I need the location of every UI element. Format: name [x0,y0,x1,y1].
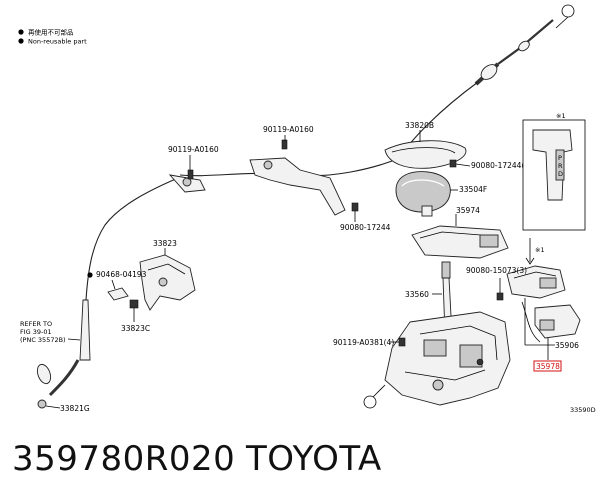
cable-bracket-33820b: 33820B [384,121,467,169]
label-90080-15073-3: 90080-15073(3) [466,266,527,275]
label-90080-17244-2: 90080-17244(2) [471,161,532,170]
label-33504f: 33504F [459,185,487,194]
reference-circle-icon [363,395,377,409]
arrow-down-icon [525,257,535,265]
marker-star1-top: ※1 [556,112,566,120]
svg-text:P: P [558,154,562,162]
housing-body [384,311,511,406]
label-35978: 35978 [536,362,560,371]
label-33560: 33560 [405,290,429,299]
non-reusable-dot-icon [87,272,93,278]
label-90119-a0160-left: 90119-A0160 [168,145,219,154]
legend-jp: 再使用不可部品 [28,28,74,37]
legend: 再使用不可部品 Non-reusable part [18,28,87,46]
leader-line [555,16,569,29]
shifter-housing: 90119-A0381(4) [333,311,511,409]
cable-grommet [480,64,498,80]
cable-sleeve [518,40,530,52]
label-33823: 33823 [153,239,177,248]
non-reusable-dot-icon [18,38,24,44]
screw-icon [496,292,504,301]
svg-text:D: D [558,170,563,178]
cable-clamp-bracket: 90119-A0160 90119-A0160 90080-17244 [168,125,391,232]
cable-end-boot [79,299,91,361]
label-90119-a0160-top: 90119-A0160 [263,125,314,134]
screw-group: 90080-17244(2) [449,159,532,170]
cable-end-rod [48,359,80,397]
refer-note: REFER TO FIG 39-01 (PNC 35572B) [20,320,81,344]
label-33823c: 33823C [121,324,150,333]
cable-end-nut [37,399,47,409]
bracket-33823-body [139,254,196,311]
clamp-plate [249,157,346,216]
highlight-frame [533,360,562,372]
non-reusable-dot-icon [18,29,24,35]
reference-circle-icon [561,4,575,18]
inset-detail: ※1 P R D ※1 [522,112,586,265]
refer-line-3: (PNC 35572B) [20,336,66,344]
label-33821g: 33821G [60,404,90,413]
refer-line-2: FIG 39-01 [20,328,52,336]
caption-brand: TOYOTA [245,439,382,479]
label-35906: 35906 [555,341,579,350]
nut-icon [129,299,139,309]
inset-part [532,129,573,201]
caption-part-number: 359780R020 [12,439,235,479]
lever-top [441,261,451,279]
bolt-icon [398,337,406,347]
bracket-33823: 33823 [139,239,196,311]
cable-middle [179,81,479,177]
bracket-body [384,140,467,169]
bolt-icon [351,202,359,212]
screw-icon [449,159,457,168]
legend-en: Non-reusable part [28,38,87,46]
label-90080-17244: 90080-17244 [340,223,391,232]
label-90468-04193: 90468-04193 [96,270,147,279]
label-90119-a0381-4: 90119-A0381(4) [333,338,394,347]
refer-line-1: REFER TO [20,320,52,328]
solenoid-body [506,265,566,299]
clip-icon [107,287,129,301]
shift-knob-33504f: 33504F [395,171,487,217]
cable-end-clip [36,363,52,385]
figure-code: 33590D [570,406,596,414]
marker-star1-bottom: ※1 [535,246,545,254]
solenoid-assembly: 90080-15073(3) 35906 35978 [466,265,581,372]
bolt-icon [187,169,194,180]
indicator-panel-35974: 35974 [411,206,509,259]
bolt-icon [281,139,288,150]
clip-group: 90468-04193 33823C [87,270,150,333]
label-33820b: 33820B [405,121,434,130]
label-35974: 35974 [456,206,480,215]
svg-text:R: R [558,162,563,170]
